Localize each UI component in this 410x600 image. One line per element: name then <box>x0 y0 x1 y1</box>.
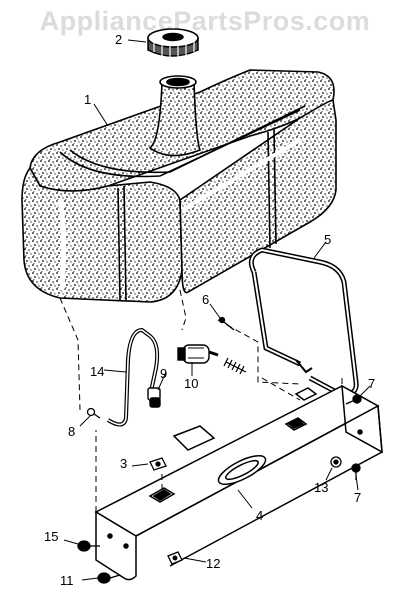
watermark: AppliancePartsPros.com <box>39 6 371 36</box>
callout-11: 11 <box>60 573 74 588</box>
callout-12: 12 <box>206 556 220 571</box>
nut-part-12 <box>167 551 183 565</box>
tank-strap-groove <box>59 109 301 178</box>
bracket-tab <box>172 425 216 451</box>
tank-strap-groove <box>117 185 127 301</box>
tank-strap-groove <box>267 127 277 249</box>
fuel-cap <box>147 28 199 58</box>
callout-labels: 1 2 5 6 7 8 9 10 14 3 4 13 7 12 15 11 <box>44 32 375 588</box>
tank-edge-highlight <box>180 138 302 212</box>
filler-neck <box>148 81 202 157</box>
hose-clamp <box>147 387 161 408</box>
callout-8: 8 <box>68 424 75 439</box>
callout-1: 1 <box>84 92 91 107</box>
bolt-part-15 <box>77 540 100 552</box>
valve-fitting <box>223 357 247 375</box>
bolt-part-7-upper <box>345 394 362 405</box>
leader-lines <box>63 39 371 581</box>
tank-support-bracket <box>94 384 383 581</box>
screw <box>218 316 235 331</box>
tank-strap-groove <box>69 105 306 174</box>
callout-7a: 7 <box>368 376 375 391</box>
bracket-square-slot <box>294 387 318 401</box>
tank-edge-highlight <box>57 199 67 291</box>
callout-5: 5 <box>324 232 331 247</box>
tank-side-face <box>179 99 337 294</box>
bolt-part-11 <box>97 572 121 584</box>
grommet-part-8 <box>86 407 101 419</box>
fuel-tank <box>21 69 337 303</box>
callout-10: 10 <box>184 376 198 391</box>
callout-7b: 7 <box>354 490 361 505</box>
tank-front-face <box>21 166 183 303</box>
fuel-line <box>106 327 160 427</box>
bracket-right-flange <box>341 384 383 454</box>
bracket-oval-slot <box>217 454 267 486</box>
nut-part-3 <box>149 457 167 471</box>
callout-3: 3 <box>120 456 127 471</box>
shutoff-valve <box>177 344 219 364</box>
callout-9: 9 <box>160 366 167 381</box>
nut-part-13 <box>330 456 342 468</box>
callout-2: 2 <box>115 32 122 47</box>
tank-strap <box>248 247 359 397</box>
callout-4: 4 <box>256 508 263 523</box>
callout-13: 13 <box>314 480 328 495</box>
callout-14: 14 <box>90 364 104 379</box>
bracket-front-flange <box>95 510 137 581</box>
callout-15: 15 <box>44 529 58 544</box>
assembly-guide-lines <box>59 289 343 512</box>
callout-6: 6 <box>202 292 209 307</box>
